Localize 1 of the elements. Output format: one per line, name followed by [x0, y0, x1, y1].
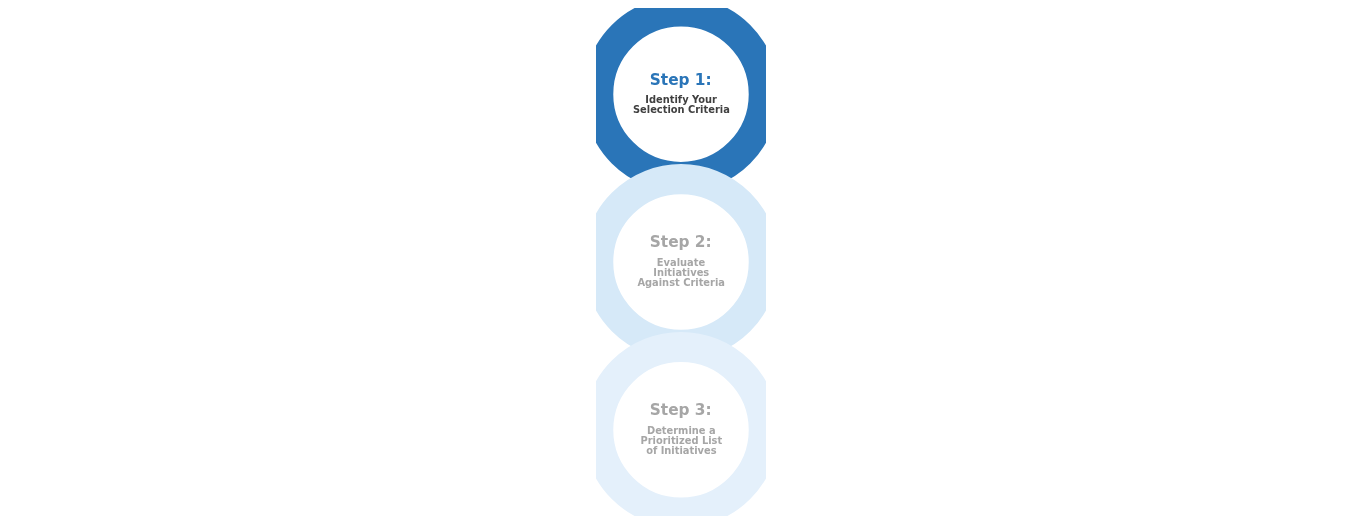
node-circle: Step 3: Determine a Prioritized List of Initiatives — [596, 331, 766, 516]
